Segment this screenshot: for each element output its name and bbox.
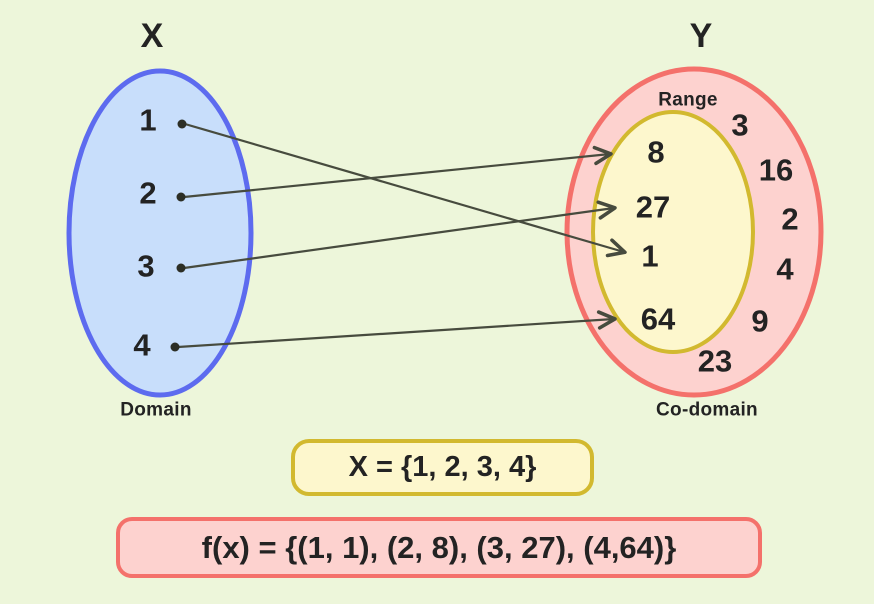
connector-dot	[176, 192, 186, 202]
domain-element: 4	[133, 327, 151, 363]
codomain-element: 16	[758, 152, 794, 188]
connector-dot	[176, 263, 186, 273]
function-notation-box: f(x) = {(1, 1), (2, 8), (3, 27), (4,64)}	[116, 517, 762, 578]
codomain-element: 4	[776, 251, 794, 287]
domain-element: 1	[139, 102, 157, 138]
range-ellipse	[591, 110, 755, 354]
domain-caption: Domain	[120, 399, 192, 421]
codomain-element: 9	[751, 303, 769, 339]
connector-dot	[177, 119, 187, 129]
function-notation-text: f(x) = {(1, 1), (2, 8), (3, 27), (4,64)}	[201, 529, 677, 565]
codomain-caption: Co-domain	[656, 399, 758, 421]
range-element: 27	[635, 189, 671, 225]
set-notation-text: X = {1, 2, 3, 4}	[348, 451, 537, 483]
domain-element: 3	[137, 248, 155, 284]
range-element: 8	[647, 134, 665, 170]
mapping-arrows	[170, 119, 627, 352]
domain-set-label: X	[140, 17, 164, 55]
range-element: 64	[640, 301, 676, 337]
domain-ellipse	[66, 68, 254, 398]
codomain-set-label: Y	[689, 17, 713, 55]
mapping-arrow-1-to-1	[184, 122, 627, 258]
codomain-element: 3	[731, 107, 749, 143]
connector-dot	[170, 342, 180, 352]
codomain-element: 23	[697, 343, 733, 379]
set-notation-box: X = {1, 2, 3, 4}	[291, 439, 594, 496]
range-label: Range	[658, 89, 718, 111]
mapping-arrow-3-to-27	[183, 200, 617, 270]
codomain-element: 2	[781, 201, 799, 237]
domain-element: 2	[139, 175, 157, 211]
range-element: 1	[641, 238, 659, 274]
mapping-arrow-4-to-64	[177, 310, 617, 349]
mapping-arrow-2-to-8	[183, 145, 613, 199]
